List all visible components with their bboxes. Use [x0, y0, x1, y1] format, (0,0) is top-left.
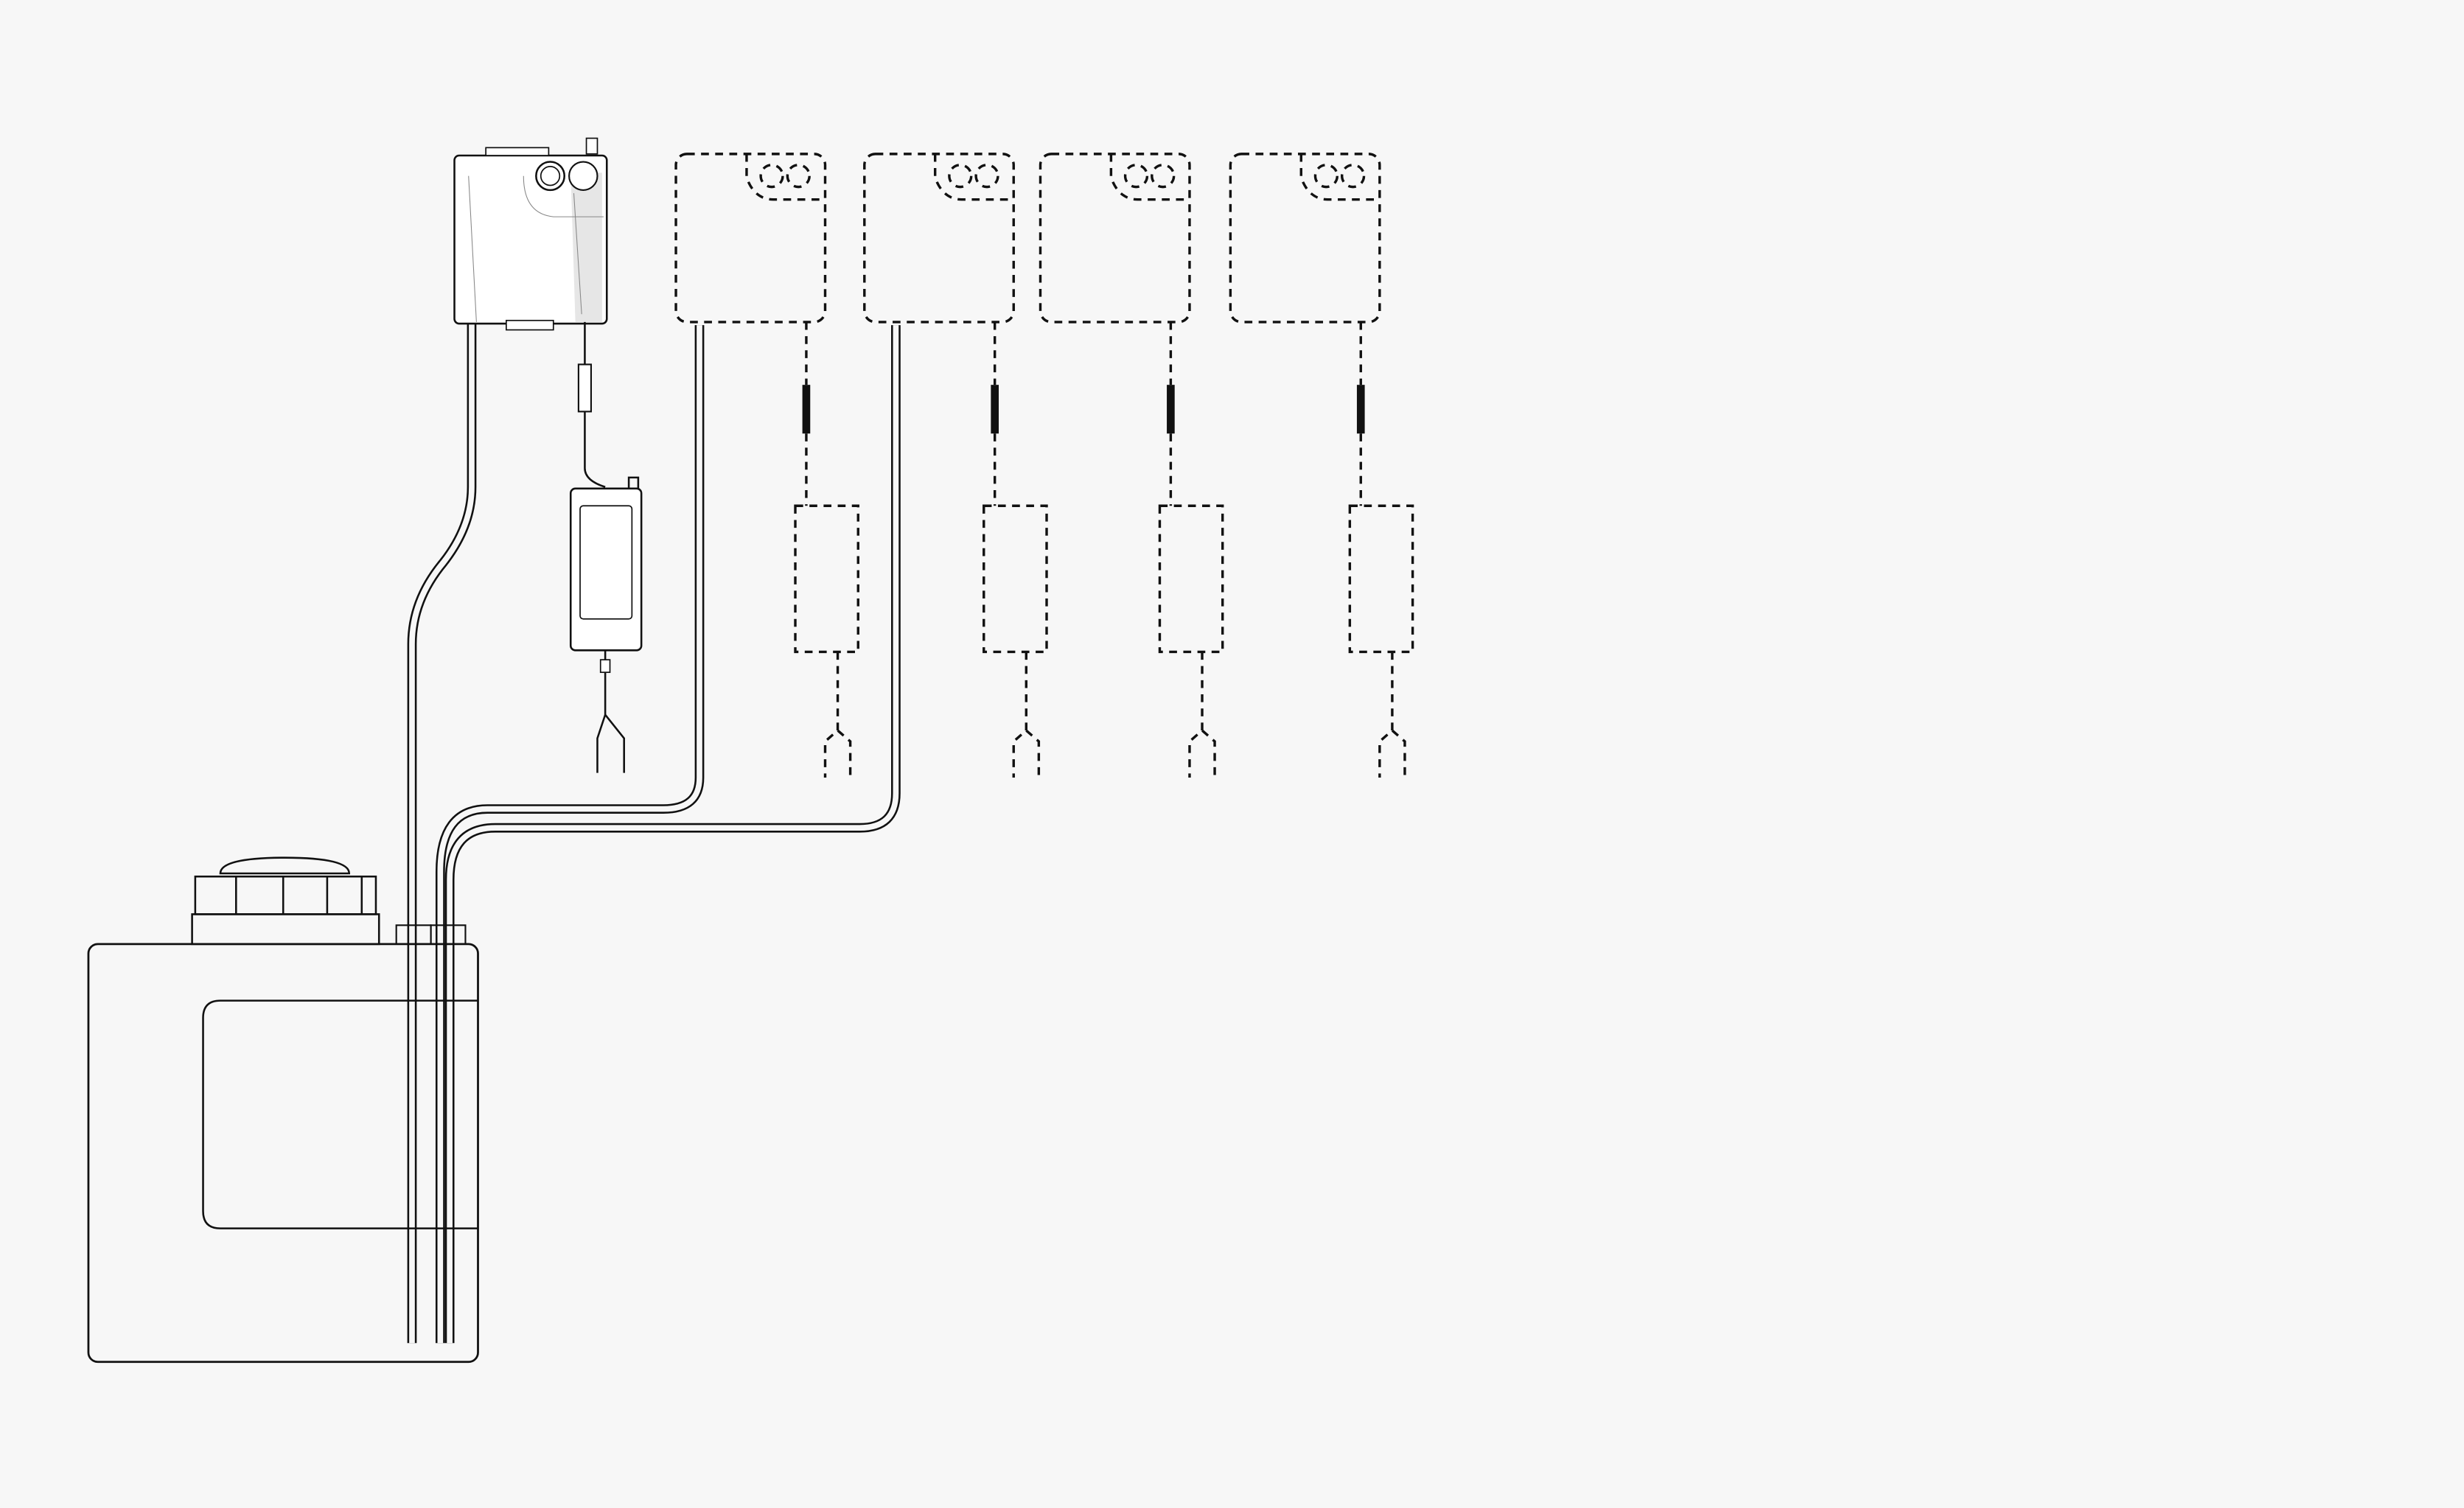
- pump-unit-icon: [453, 137, 608, 331]
- power-adapter-icon: [569, 321, 643, 773]
- tubes: [407, 321, 901, 1344]
- optional-pump-unit-icon: [674, 153, 859, 778]
- optional-units: [674, 153, 1414, 778]
- tube-pump-to-tank: [407, 321, 477, 1344]
- reservoir-tank-icon: [87, 856, 479, 1364]
- tube-unit1-to-tank: [435, 325, 705, 1344]
- optional-pump-unit-icon: [863, 153, 1048, 778]
- tube-unit2-to-tank: [444, 325, 901, 1344]
- optional-pump-unit-icon: [1039, 153, 1224, 778]
- optional-pump-unit-icon: [1229, 153, 1414, 778]
